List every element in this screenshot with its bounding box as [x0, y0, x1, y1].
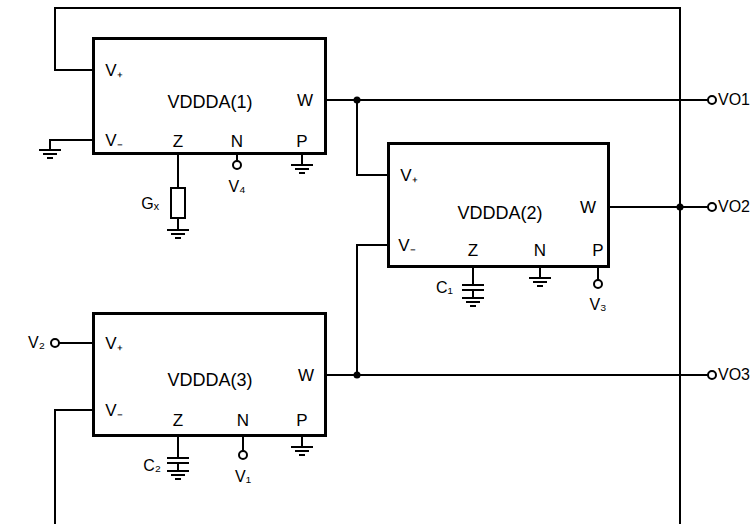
signal-name: V₁: [234, 469, 252, 485]
signal-name: V₂: [27, 335, 46, 351]
vdda-block: VDDDA(3) V₊ V₋ W Z N P: [92, 312, 327, 437]
output-name: VO2: [717, 199, 751, 215]
pin-label: W: [298, 367, 314, 384]
pin-label: P: [592, 242, 603, 259]
resistor-symbol: [171, 188, 185, 218]
signal-name: V₄: [227, 179, 246, 195]
pin-label: V₋: [105, 402, 122, 419]
terminal: [708, 371, 716, 379]
pin-label: V₋: [398, 237, 415, 254]
pin-label: P: [296, 133, 307, 150]
pin-label: Z: [173, 133, 183, 150]
pin-label: N: [534, 242, 546, 259]
connection-wire: [327, 100, 387, 175]
connection-wire: [327, 245, 387, 375]
ground-symbol: [291, 155, 313, 173]
block-name: VDDDA(1): [167, 93, 252, 111]
component-label: C₂: [142, 458, 162, 474]
pin-label: V₊: [105, 62, 122, 79]
terminal: [708, 96, 716, 104]
pin-label: W: [580, 199, 596, 216]
signal-name: V₃: [588, 297, 607, 313]
capacitor-symbol: [462, 268, 484, 306]
input-wire: [242, 437, 244, 451]
output-name: VO3: [717, 367, 751, 383]
block-name: VDDDA(3): [167, 371, 252, 389]
ground-symbol: [291, 437, 313, 455]
output-name: VO1: [717, 92, 751, 108]
terminal: [708, 203, 716, 211]
pin-label: V₋: [105, 132, 122, 149]
input-wire: [597, 268, 599, 280]
vdda-block: VDDDA(2) V₊ V₋ W Z N P: [387, 142, 610, 268]
terminal: [51, 339, 59, 347]
junction-dots: [354, 97, 684, 379]
component-label: C₁: [435, 280, 454, 296]
vdda-block: VDDDA(1) V₊ V₋ W Z N P: [92, 37, 327, 155]
ground-symbol: [529, 268, 551, 286]
output-wire: [680, 206, 708, 208]
terminal: [594, 280, 602, 288]
block-name: VDDDA(2): [457, 204, 542, 222]
pin-label: Z: [173, 412, 183, 429]
terminal: [239, 451, 247, 459]
capacitor-symbol: [167, 437, 189, 479]
component-label: Gₓ: [140, 196, 160, 212]
terminal: [233, 161, 241, 169]
output-wire: [357, 99, 708, 101]
pin-label: W: [297, 92, 313, 109]
pin-label: N: [231, 133, 243, 150]
output-wire: [357, 374, 708, 376]
connectors: [55, 8, 680, 524]
pin-label: V₊: [400, 167, 417, 184]
pin-label: N: [237, 412, 249, 429]
pin-label: P: [296, 412, 307, 429]
ground-symbol: [39, 140, 92, 158]
input-wire: [59, 342, 92, 344]
pin-label: V₊: [105, 335, 122, 352]
resistor-wire: [167, 155, 189, 238]
pin-label: Z: [468, 242, 478, 259]
